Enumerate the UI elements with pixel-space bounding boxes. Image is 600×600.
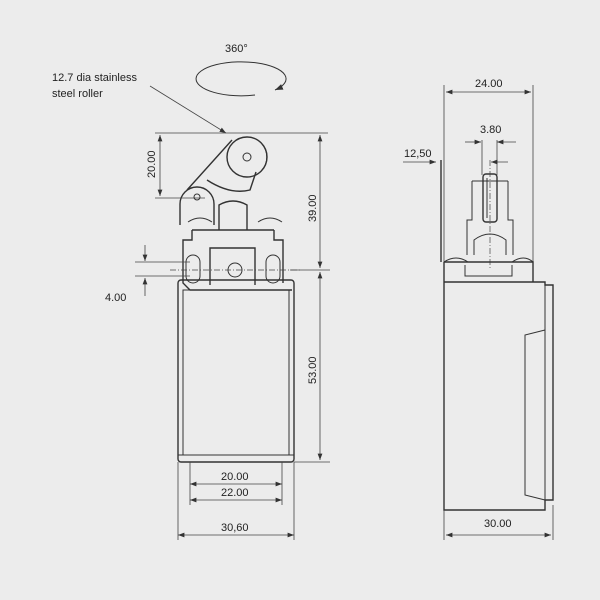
top-width-dim: 24.00 — [475, 78, 503, 90]
roller-note-line2: steel roller — [52, 88, 103, 100]
roller-note-line1: 12.7 dia stainless — [52, 72, 137, 84]
hole-offset-dim: 4.00 — [105, 292, 126, 304]
offset-dim: 12,50 — [404, 148, 432, 160]
shaft-width-dim: 3.80 — [480, 124, 501, 136]
depth-dim: 30.00 — [484, 518, 512, 530]
inner-width-dim: 20.00 — [221, 471, 249, 483]
width-dim: 30,60 — [221, 522, 249, 534]
body-height-dim: 53.00 — [307, 356, 319, 384]
lever-height-dim: 20.00 — [146, 150, 158, 178]
hole-spacing-dim: 22.00 — [221, 487, 249, 499]
roller-leader-line — [149, 85, 227, 134]
total-height-dim: 39.00 — [307, 194, 319, 222]
rotation-label: 360° — [225, 43, 248, 55]
rotation-arrow-icon — [195, 61, 287, 97]
side-view: 24.00 3.80 12,50 30.00 — [403, 78, 554, 540]
front-view: 20.00 39.00 53.00 4.00 20.00 22.00 30,60 — [105, 132, 330, 540]
